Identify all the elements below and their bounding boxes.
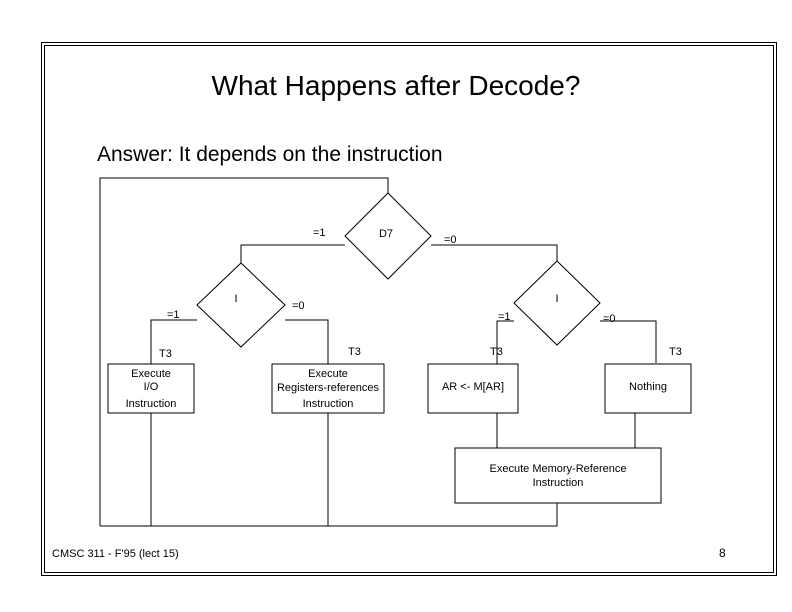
execute-io-line2: I/O xyxy=(144,381,159,393)
t3-io-label: T3 xyxy=(159,348,172,360)
execute-reg-line2: Registers-references xyxy=(277,382,380,394)
iright-eq1-label: =1 xyxy=(498,311,511,323)
page-number: 8 xyxy=(719,546,726,560)
d7-right-branch xyxy=(431,244,558,261)
execute-memref-line1: Execute Memory-Reference xyxy=(490,463,627,475)
d7-eq0-label: =0 xyxy=(444,234,457,246)
execute-reg-line1: Execute xyxy=(308,368,348,380)
slide-outer-border xyxy=(41,42,777,576)
ileft-label: I xyxy=(234,293,237,305)
d7-eq1-label: =1 xyxy=(313,227,326,239)
execute-io-line1: Execute xyxy=(131,368,171,380)
flowchart-connectors xyxy=(99,177,657,527)
t3-ar-label: T3 xyxy=(490,346,503,358)
d7-decision xyxy=(344,192,432,280)
d7-label: D7 xyxy=(379,228,393,240)
iright-decision xyxy=(513,260,601,346)
ileft-eq0-label: =0 xyxy=(292,300,305,312)
slide-inner-border xyxy=(44,45,774,573)
ileft-eq1-branch xyxy=(150,319,197,364)
slide-title: What Happens after Decode? xyxy=(211,70,581,101)
iright-eq1-branch xyxy=(496,320,514,364)
slide-subtitle: Answer: It depends on the instruction xyxy=(97,143,443,166)
t3-reg-label: T3 xyxy=(348,346,361,358)
execute-reg-line3: Instruction xyxy=(303,398,354,410)
nothing-text: Nothing xyxy=(629,381,667,393)
execute-memref-box xyxy=(454,447,662,504)
execute-io-line3: Instruction xyxy=(126,398,177,410)
loop-back-line xyxy=(99,177,389,526)
t3-nothing-label: T3 xyxy=(669,346,682,358)
ileft-eq0-branch xyxy=(285,319,329,364)
execute-io-box xyxy=(107,363,195,414)
execute-reg-box xyxy=(271,363,385,414)
ileft-eq1-label: =1 xyxy=(167,309,180,321)
d7-left-branch xyxy=(240,244,345,263)
ar-load-text: AR <- M[AR] xyxy=(442,381,504,393)
memref-to-merge xyxy=(100,503,558,527)
ileft-decision xyxy=(196,262,286,348)
ar-load-box xyxy=(427,363,519,414)
nothing-box xyxy=(604,363,692,414)
execute-memref-line2: Instruction xyxy=(533,477,584,489)
iright-eq0-branch xyxy=(600,320,657,363)
iright-label: I xyxy=(555,293,558,305)
slide-footer: CMSC 311 - F'95 (lect 15) xyxy=(52,548,179,560)
iright-eq0-label: =0 xyxy=(603,313,616,325)
